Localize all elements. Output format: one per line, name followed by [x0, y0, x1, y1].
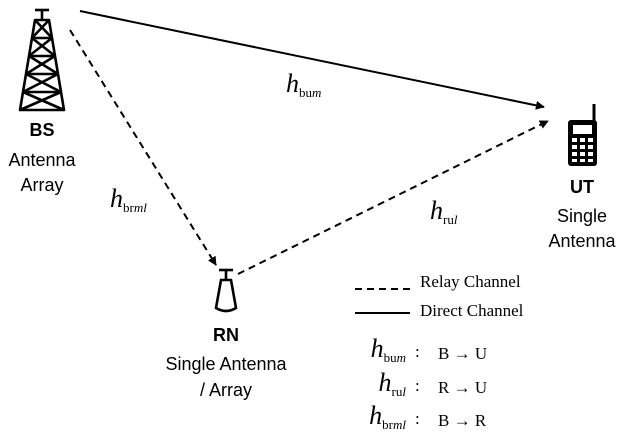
rn-antenna-icon [214, 268, 238, 313]
legend: Relay Channel Direct Channel [355, 272, 524, 320]
svg-text:hbum: hbum [371, 334, 406, 365]
svg-text:hrul: hrul [379, 368, 407, 399]
definition-row: hbrml : B → R [369, 401, 487, 432]
bs-desc-line-2: Array [20, 175, 63, 195]
bs-desc-line-1: Antenna [8, 150, 76, 170]
ut-phone-icon [568, 104, 597, 166]
rn-desc-line-2: / Array [200, 380, 252, 400]
svg-text:hbrml: hbrml [369, 401, 406, 432]
bs-rn-relay-line [69, 29, 217, 266]
svg-text:R → U: R → U [438, 378, 487, 397]
ut-desc-line-1: Single [557, 206, 607, 226]
definition-row: hbum : B → U [371, 334, 488, 365]
svg-text::: : [415, 376, 420, 395]
svg-text:hrul: hrul [430, 196, 458, 227]
legend-direct-label: Direct Channel [420, 301, 524, 320]
svg-text::: : [415, 342, 420, 361]
svg-text:hbrml: hbrml [110, 184, 147, 215]
ut-desc-line-2: Antenna [548, 231, 616, 251]
rn-ut-relay-line [237, 120, 549, 275]
svg-text:B → R: B → R [438, 411, 487, 430]
svg-text:hbum: hbum [286, 69, 321, 100]
svg-text:B → U: B → U [438, 344, 487, 363]
svg-text::: : [415, 409, 420, 428]
rn-desc-line-1: Single Antenna [165, 354, 287, 374]
channel-label-bs-rn: hbrml [110, 184, 147, 215]
bs-tower-icon [18, 8, 66, 112]
definition-row: hrul : R → U [379, 368, 488, 399]
ut-name: UT [570, 177, 594, 197]
direct-channel-line [79, 10, 545, 110]
channel-label-direct: hbum [286, 69, 321, 100]
channel-label-rn-ut: hrul [430, 196, 458, 227]
rn-name: RN [213, 325, 239, 345]
channel-definitions: hbum : B → U hrul : R → U hbrml : B → R [369, 334, 487, 432]
bs-name: BS [29, 120, 54, 140]
legend-relay-label: Relay Channel [420, 272, 521, 291]
